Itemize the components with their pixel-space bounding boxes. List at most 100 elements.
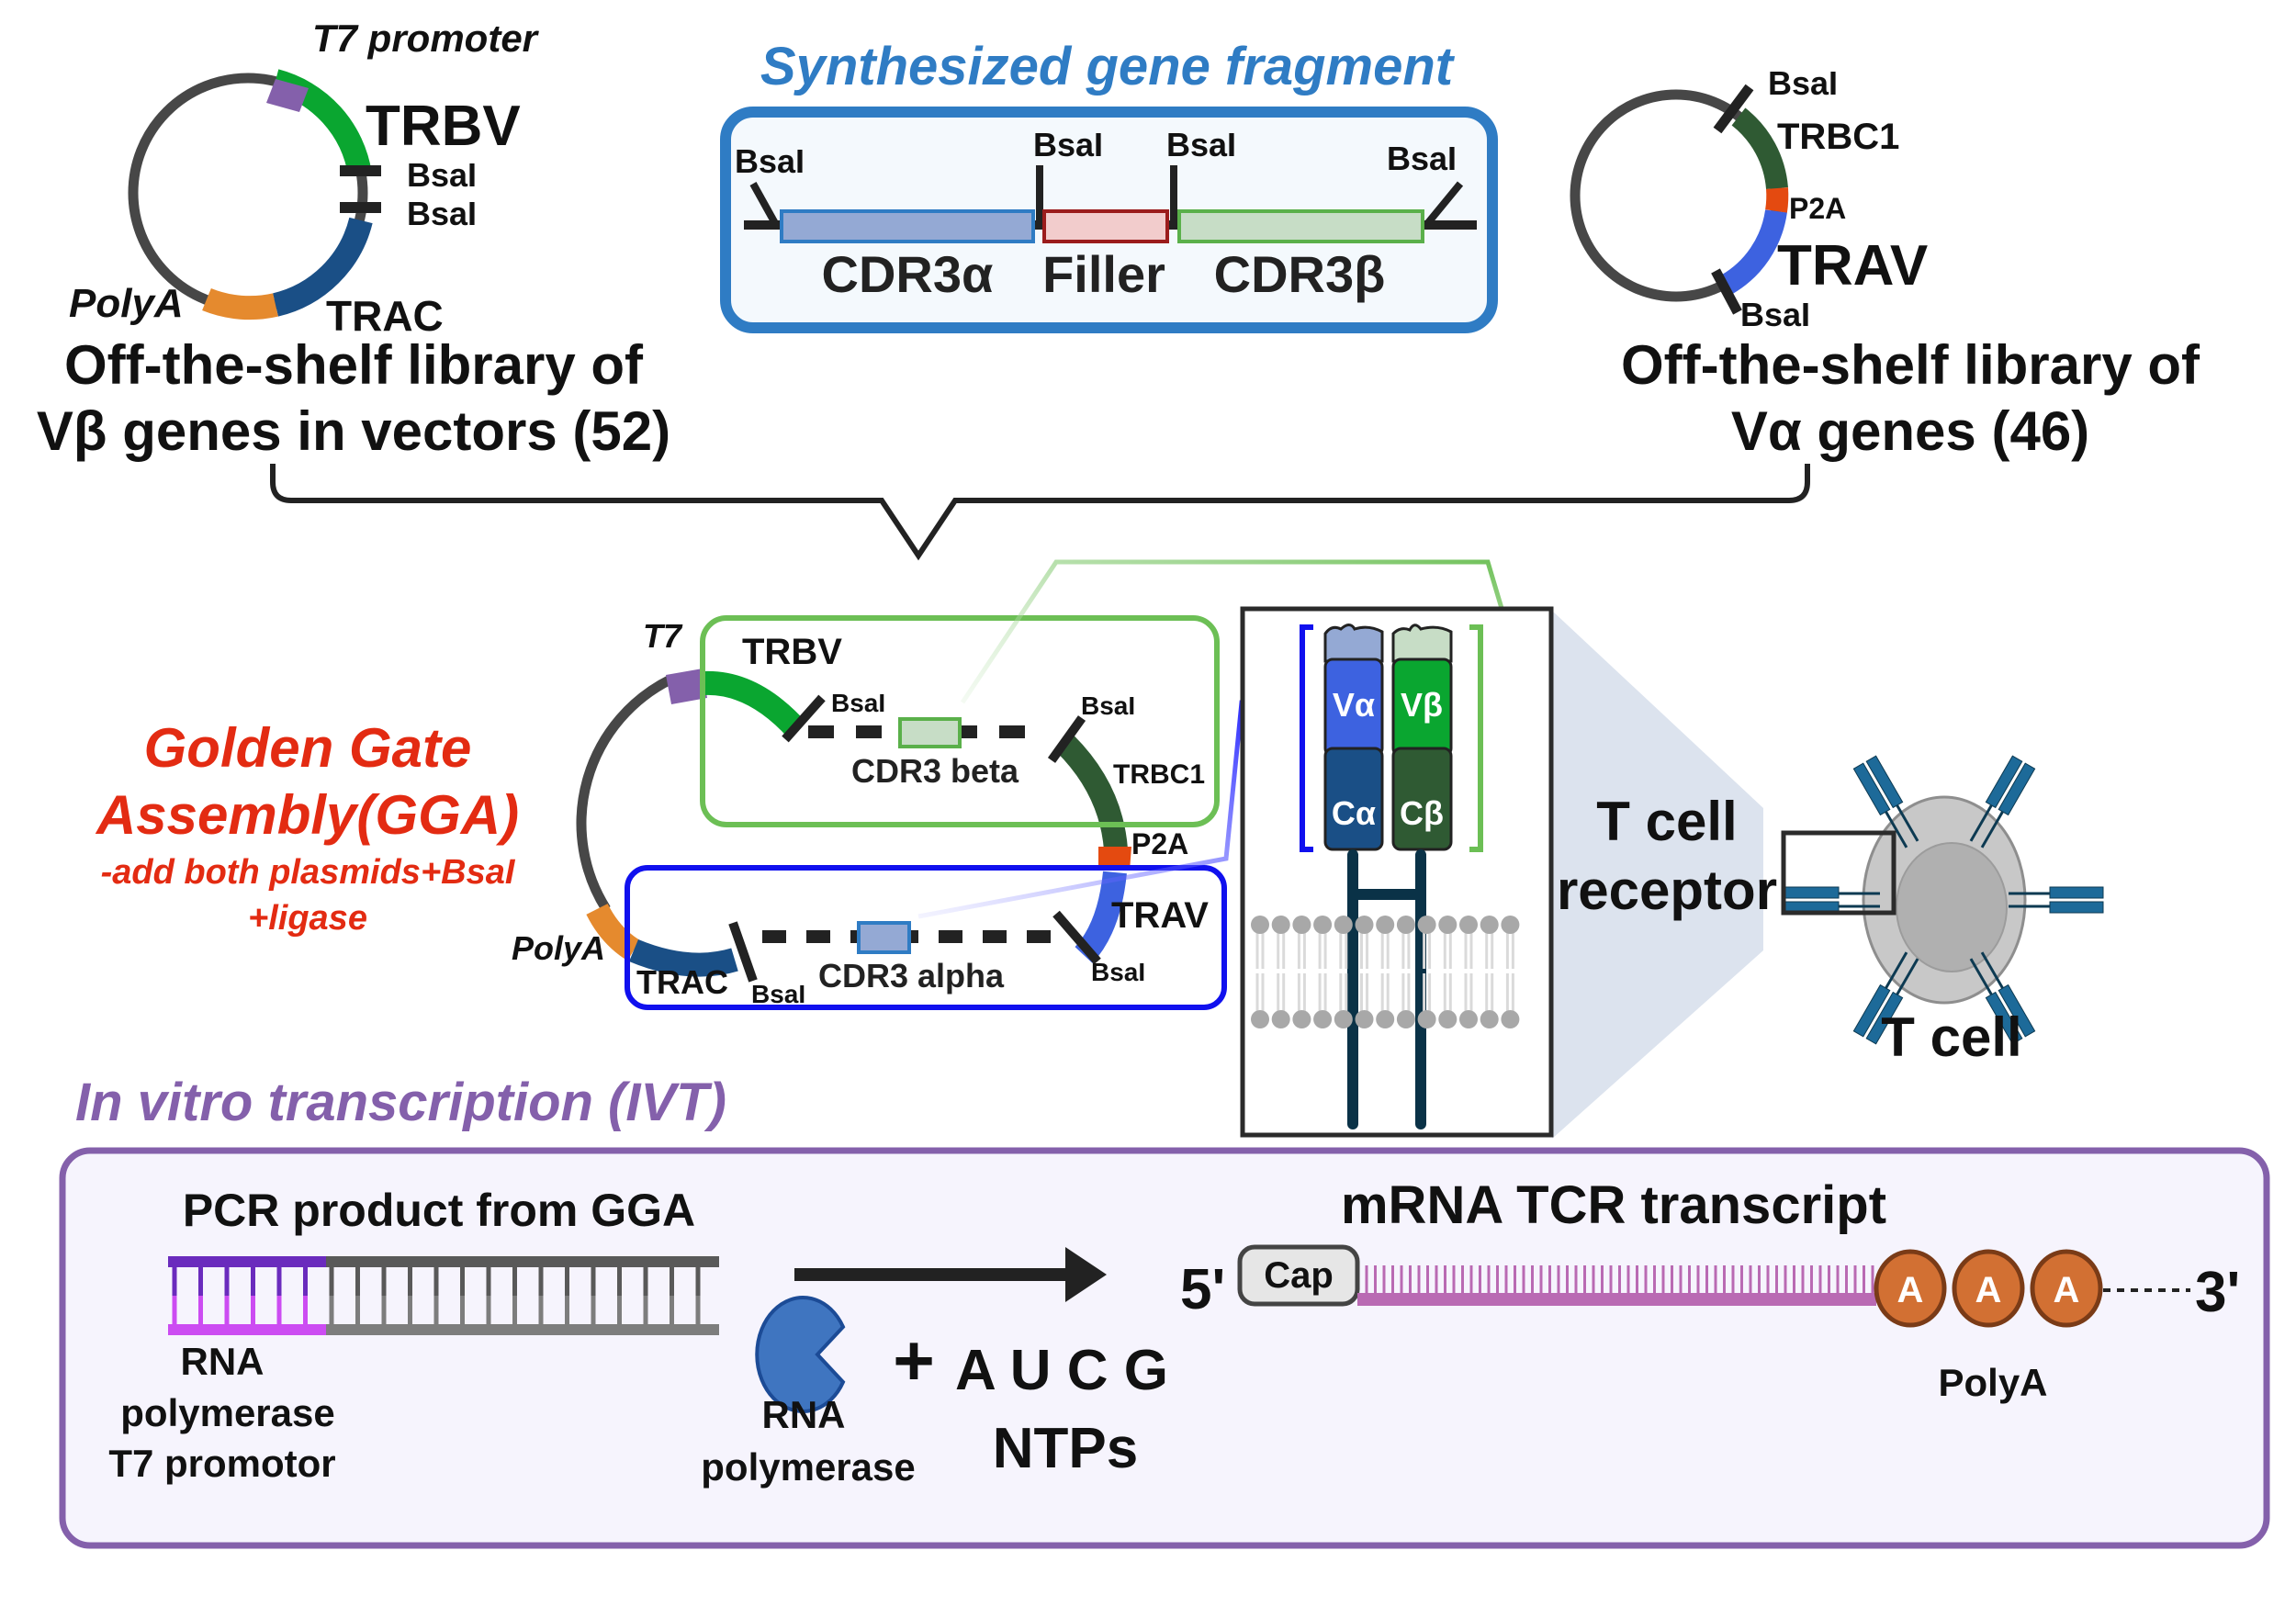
beta-trbv-label: TRBV bbox=[742, 632, 842, 672]
lipid-head bbox=[1438, 1010, 1458, 1028]
alpha-cdr-tip bbox=[1323, 624, 1384, 663]
valpha-caption-line2: Vα genes (46) bbox=[1731, 400, 2089, 462]
lipid-head bbox=[1459, 1010, 1478, 1028]
trav-label: TRAV bbox=[1777, 234, 1928, 298]
lipid-head bbox=[1417, 916, 1436, 934]
fragment-title: Synthesized gene fragment bbox=[760, 37, 1456, 96]
tcr-panel: Vα Vβ Cα Cβ bbox=[1240, 606, 1554, 1138]
t7-promoter-line3: T7 promotor bbox=[108, 1442, 335, 1485]
alpha-region-box bbox=[625, 865, 1227, 1010]
valpha-label: Vα bbox=[1333, 686, 1375, 724]
polya-tail: A A A bbox=[1874, 1249, 2103, 1328]
receptor-label-line2: receptor bbox=[1557, 860, 1777, 921]
reaction-arrowhead bbox=[1065, 1247, 1107, 1302]
calpha-domain bbox=[1323, 747, 1384, 851]
gga-t7-label: T7 bbox=[643, 617, 683, 655]
polya-bead bbox=[1874, 1249, 1947, 1328]
five-prime-label: 5' bbox=[1180, 1258, 1225, 1321]
lipid-head bbox=[1313, 1010, 1333, 1028]
calpha-label: Cα bbox=[1332, 794, 1376, 832]
bsai-cut-1 bbox=[749, 182, 780, 227]
vbeta-caption-line2: Vβ genes in vectors (52) bbox=[37, 400, 670, 462]
bsai-site-2 bbox=[340, 202, 381, 213]
synthesized-fragment: Synthesized gene fragment BsaI BsaI BsaI… bbox=[720, 37, 1498, 333]
polya-bead-label: A bbox=[1897, 1270, 1924, 1310]
gga-note-line2: +ligase bbox=[248, 899, 367, 938]
lipid-head bbox=[1292, 916, 1311, 934]
receptor-highlight-box bbox=[1781, 830, 1896, 916]
trbc1-segment bbox=[1056, 735, 1128, 851]
surface-tcr bbox=[1852, 951, 1919, 1045]
lipid-head bbox=[1271, 1010, 1290, 1028]
mrna-transcript: mRNA TCR transcript 5' Cap A A A 3' Poly… bbox=[1180, 1175, 2240, 1404]
filler-block bbox=[1042, 209, 1169, 243]
t7-promoter-line2: polymerase bbox=[120, 1391, 334, 1434]
mrna-polya-label: PolyA bbox=[1938, 1361, 2047, 1404]
surface-tcr bbox=[1969, 755, 2036, 848]
polya-bead bbox=[1952, 1249, 2025, 1328]
gga-title-line1: Golden Gate bbox=[144, 717, 472, 779]
alpha-trav-label: TRAV bbox=[1111, 895, 1209, 936]
alpha-bracket bbox=[1300, 624, 1313, 852]
t-cell-group: T cell receptor T cell bbox=[1557, 755, 2104, 1068]
lipid-head bbox=[1459, 916, 1478, 934]
plus-sign: + bbox=[893, 1320, 935, 1400]
ntps-label: NTPs bbox=[993, 1417, 1138, 1480]
ivt-title: In vitro transcription (IVT) bbox=[75, 1073, 726, 1132]
t7-segment bbox=[666, 669, 707, 704]
bsai-label-bottom: BsaI bbox=[1740, 296, 1810, 333]
lipid-head bbox=[1501, 1010, 1520, 1028]
alpha-bsai-label-2: BsaI bbox=[1091, 958, 1145, 986]
fragment-bsai-label-3: BsaI bbox=[1166, 126, 1236, 163]
template-strand-bottom bbox=[326, 1324, 719, 1335]
alpha-trac-label: TRAC bbox=[636, 963, 728, 1001]
lipid-head bbox=[1334, 1010, 1353, 1028]
cdr3-alpha-label: CDR3 alpha bbox=[818, 957, 1005, 995]
bsai-site-1 bbox=[340, 165, 381, 176]
fragment-bsai-label-1: BsaI bbox=[735, 142, 805, 180]
lipid-head bbox=[1376, 916, 1395, 934]
surface-tcr bbox=[1852, 755, 1919, 848]
lipid-head bbox=[1271, 916, 1290, 934]
lipid-head bbox=[1334, 916, 1353, 934]
trac-label: TRAC bbox=[326, 292, 444, 340]
bsai-cut bbox=[782, 694, 826, 743]
t-cell-nucleus bbox=[1896, 842, 2008, 972]
lipid-head bbox=[1417, 1010, 1436, 1028]
lipid-head bbox=[1251, 1010, 1269, 1028]
lipid-head bbox=[1251, 916, 1269, 934]
gga-p2a-label: P2A bbox=[1131, 827, 1188, 860]
cdr3b-block bbox=[1177, 209, 1424, 243]
cdr3a-block bbox=[857, 921, 911, 954]
beta-bsai-label-2: BsaI bbox=[1081, 691, 1135, 720]
beta-region-box bbox=[700, 615, 1220, 827]
t-cell-label: T cell bbox=[1881, 1006, 2021, 1068]
polya-segment bbox=[202, 287, 278, 320]
cdr3b-block bbox=[898, 717, 962, 748]
p2a-label: P2A bbox=[1789, 192, 1846, 225]
zoom-cone bbox=[1552, 611, 1763, 1139]
pcr-product: PCR product from GGA RNA polymerase T7 p… bbox=[108, 1185, 719, 1485]
gga-note-line1: -add both plasmids+BsaI bbox=[101, 853, 516, 892]
bsai-cut bbox=[1052, 910, 1101, 965]
bsai-label-2: BsaI bbox=[407, 195, 477, 232]
cap-structure bbox=[1237, 1244, 1360, 1307]
bsai-site-bottom bbox=[1711, 268, 1742, 315]
cdr3b-label: CDR3β bbox=[1214, 245, 1386, 303]
pcr-title: PCR product from GGA bbox=[183, 1185, 695, 1236]
polymerase-label-line1: RNA bbox=[762, 1393, 846, 1436]
lipid-head bbox=[1480, 1010, 1499, 1028]
bsai-label-top: BsaI bbox=[1768, 64, 1838, 102]
mrna-backbone bbox=[1357, 1293, 1876, 1306]
trbv-label: TRBV bbox=[366, 95, 521, 158]
plasmid-backbone bbox=[576, 675, 673, 912]
lipid-head bbox=[1355, 916, 1374, 934]
polya-bead bbox=[2030, 1249, 2103, 1328]
filler-label: Filler bbox=[1042, 245, 1165, 303]
lipid-head bbox=[1396, 1010, 1415, 1028]
vbeta-plasmid: T7 promoter TRBV BsaI BsaI PolyA TRAC Of… bbox=[37, 17, 670, 462]
ntps: + A U C G NTPs bbox=[893, 1320, 1168, 1480]
trav-segment bbox=[1720, 208, 1787, 295]
cdr3a-label: CDR3α bbox=[822, 245, 994, 303]
